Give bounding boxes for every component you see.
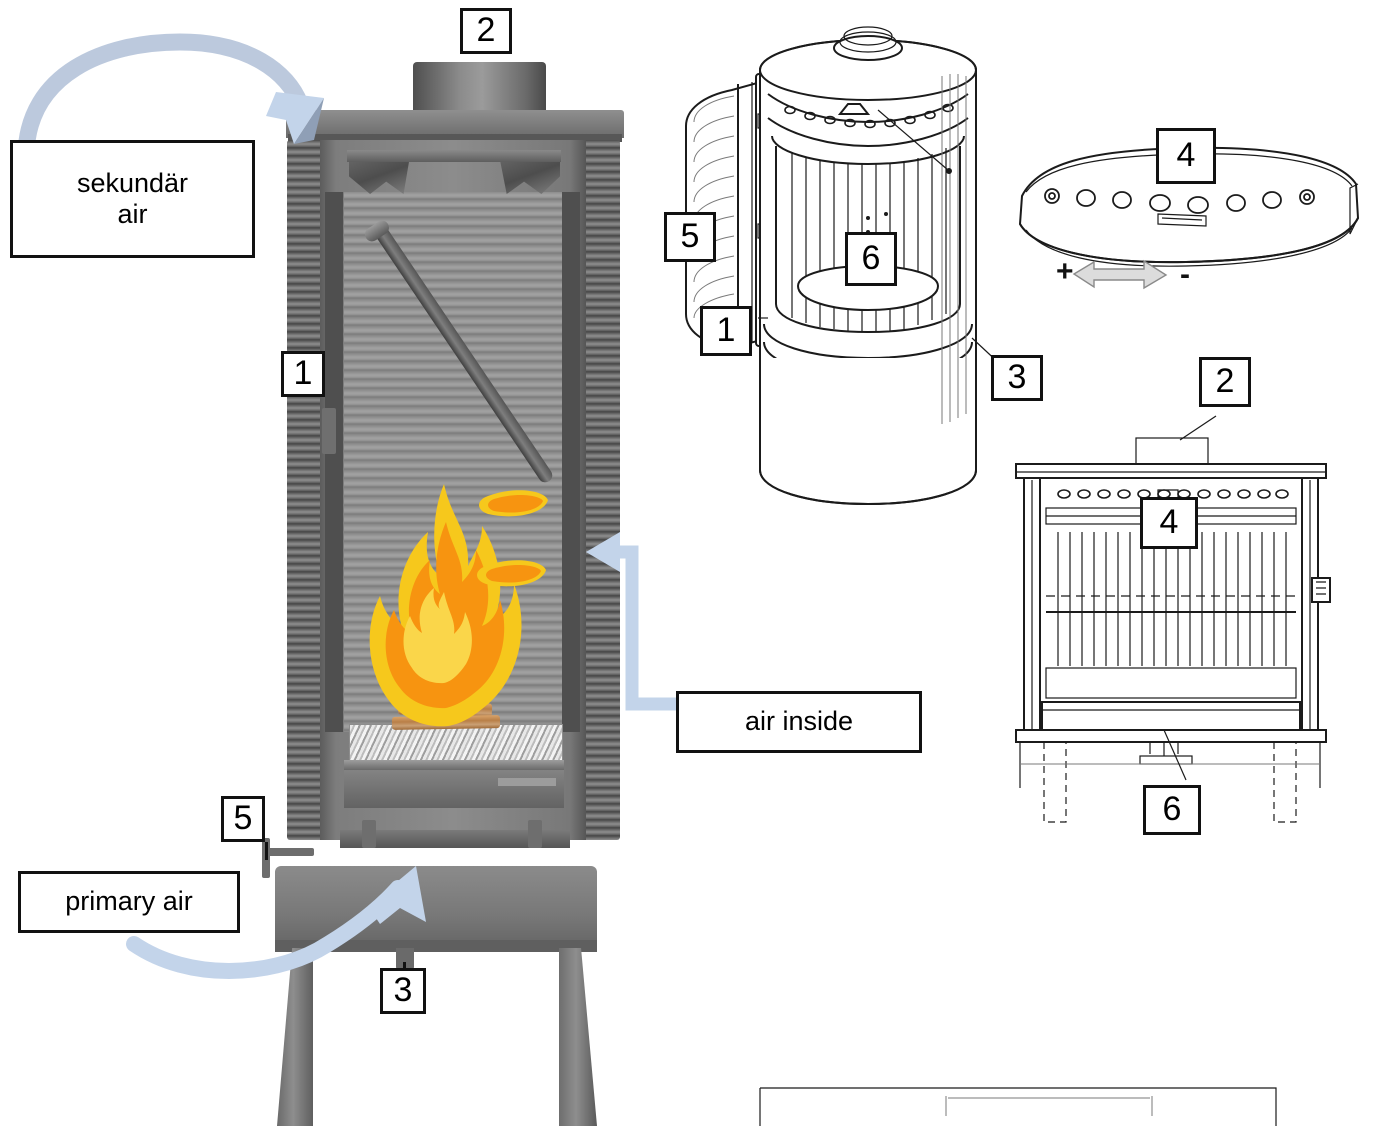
callout-front-6: 6 xyxy=(1143,785,1201,835)
callout-main-1: 1 xyxy=(281,351,325,397)
stove-leg-right xyxy=(559,948,597,1126)
ash-pan-front xyxy=(344,770,564,808)
callout-front-6-text: 6 xyxy=(1162,790,1182,829)
callout-cyl-1-text: 1 xyxy=(716,311,736,350)
label-secondary-air-line1: sekundär xyxy=(76,167,189,198)
primary-air-arrow xyxy=(126,866,426,979)
callout-main-5: 5 xyxy=(221,796,265,842)
callout-front-4: 4 xyxy=(1140,497,1198,549)
callout-cyl-6-text: 6 xyxy=(861,239,881,278)
stove-top-plate-shadow xyxy=(288,134,622,142)
callout-main-1-text: 1 xyxy=(293,354,313,393)
right-cooling-fins xyxy=(582,140,620,840)
label-primary-air: primary air xyxy=(18,871,240,933)
lower-rail-bolt-left xyxy=(362,820,376,848)
door-jamb-right xyxy=(562,192,580,732)
callout-main-3: 3 xyxy=(380,968,426,1014)
ash-pan-handle-slot xyxy=(498,778,556,786)
callout-leader-5-main xyxy=(265,842,268,860)
callout-topplate-4-text: 4 xyxy=(1176,136,1196,175)
primary-air-lever[interactable] xyxy=(262,848,314,856)
bottom-technical-drawing-partial xyxy=(759,1087,1277,1126)
lower-rail-bolt-right xyxy=(528,820,542,848)
callout-cyl-5-text: 5 xyxy=(680,217,700,256)
label-air-inside: air inside xyxy=(676,691,922,753)
door-jamb xyxy=(325,192,343,732)
label-secondary-air: sekundär air xyxy=(10,140,255,258)
callout-cyl-5: 5 xyxy=(664,212,716,262)
callout-main-2-text: 2 xyxy=(476,11,496,50)
air-inside-arrow xyxy=(586,532,696,711)
callout-cyl-6: 6 xyxy=(845,232,897,286)
callout-main-3-text: 3 xyxy=(393,971,413,1010)
baffle-plate-top xyxy=(347,150,561,162)
plus-symbol: + xyxy=(1056,255,1074,288)
label-air-inside-text: air inside xyxy=(744,706,854,737)
label-secondary-air-line2: air xyxy=(117,199,148,229)
bottom-air-inlet xyxy=(396,948,414,970)
callout-front-2: 2 xyxy=(1199,357,1251,407)
callout-leader-3-main xyxy=(403,962,406,972)
cylindrical-stove-illustration xyxy=(685,26,1003,506)
label-primary-air-text: primary air xyxy=(65,886,193,917)
stove-top-plate xyxy=(286,110,624,138)
callout-topplate-4: 4 xyxy=(1156,128,1216,184)
flame-graphic xyxy=(369,484,548,727)
callout-front-2-text: 2 xyxy=(1215,362,1235,401)
secondary-air-arrow xyxy=(17,33,324,163)
minus-symbol: - xyxy=(1180,258,1190,291)
callout-main-2: 2 xyxy=(460,8,512,54)
door-latch-block xyxy=(322,408,336,454)
left-cooling-fins xyxy=(287,140,323,840)
callout-main-5-text: 5 xyxy=(233,799,253,838)
front-view-stove-illustration xyxy=(1015,415,1331,823)
grate-shelf xyxy=(344,760,564,770)
callout-cyl-3-text: 3 xyxy=(1007,358,1027,397)
callout-cyl-3: 3 xyxy=(991,355,1043,401)
top-plate-illustration xyxy=(1018,146,1360,290)
lower-chassis-rail xyxy=(340,830,570,848)
pedestal-base-shadow xyxy=(275,940,597,952)
callout-cyl-1: 1 xyxy=(700,306,752,356)
callout-front-4-text: 4 xyxy=(1159,503,1179,542)
